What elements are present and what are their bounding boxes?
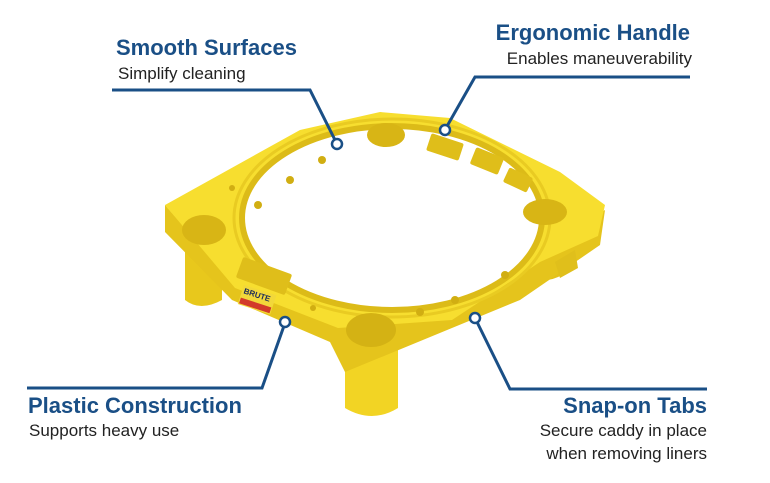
marker-plastic-construction	[278, 315, 292, 329]
callout-desc-plastic-construction: Supports heavy use	[29, 421, 180, 440]
caddy-compartments	[236, 133, 533, 295]
marker-ergonomic-handle	[438, 123, 452, 137]
leader-ergonomic-handle	[444, 75, 690, 129]
callout-desc-snap-on-tabs-line1: Secure caddy in place	[539, 421, 707, 440]
snap-tab	[555, 250, 578, 278]
callout-title-smooth-surfaces: Smooth Surfaces	[116, 35, 297, 60]
brute-label	[237, 284, 277, 315]
caddy-cup-holes	[182, 123, 567, 347]
callout-title-snap-on-tabs: Snap-on Tabs	[563, 393, 707, 418]
callout-desc-smooth-surfaces: Simplify cleaning	[118, 64, 246, 83]
callout-title-plastic-construction: Plastic Construction	[28, 393, 242, 418]
callout-desc-snap-on-tabs-line2: when removing liners	[546, 444, 707, 463]
callout-desc-ergonomic-handle: Enables maneuverability	[506, 49, 692, 68]
caddy-peg-holes	[229, 156, 509, 316]
leader-plastic-construction	[27, 322, 287, 390]
leader-snap-on-tabs	[474, 319, 707, 391]
marker-smooth-surfaces	[330, 137, 344, 151]
callout-title-ergonomic-handle: Ergonomic Handle	[495, 20, 690, 45]
leader-smooth-surfaces	[112, 88, 338, 143]
leader-lines	[27, 75, 707, 391]
callout-markers	[278, 123, 482, 329]
marker-snap-on-tabs	[468, 311, 482, 325]
